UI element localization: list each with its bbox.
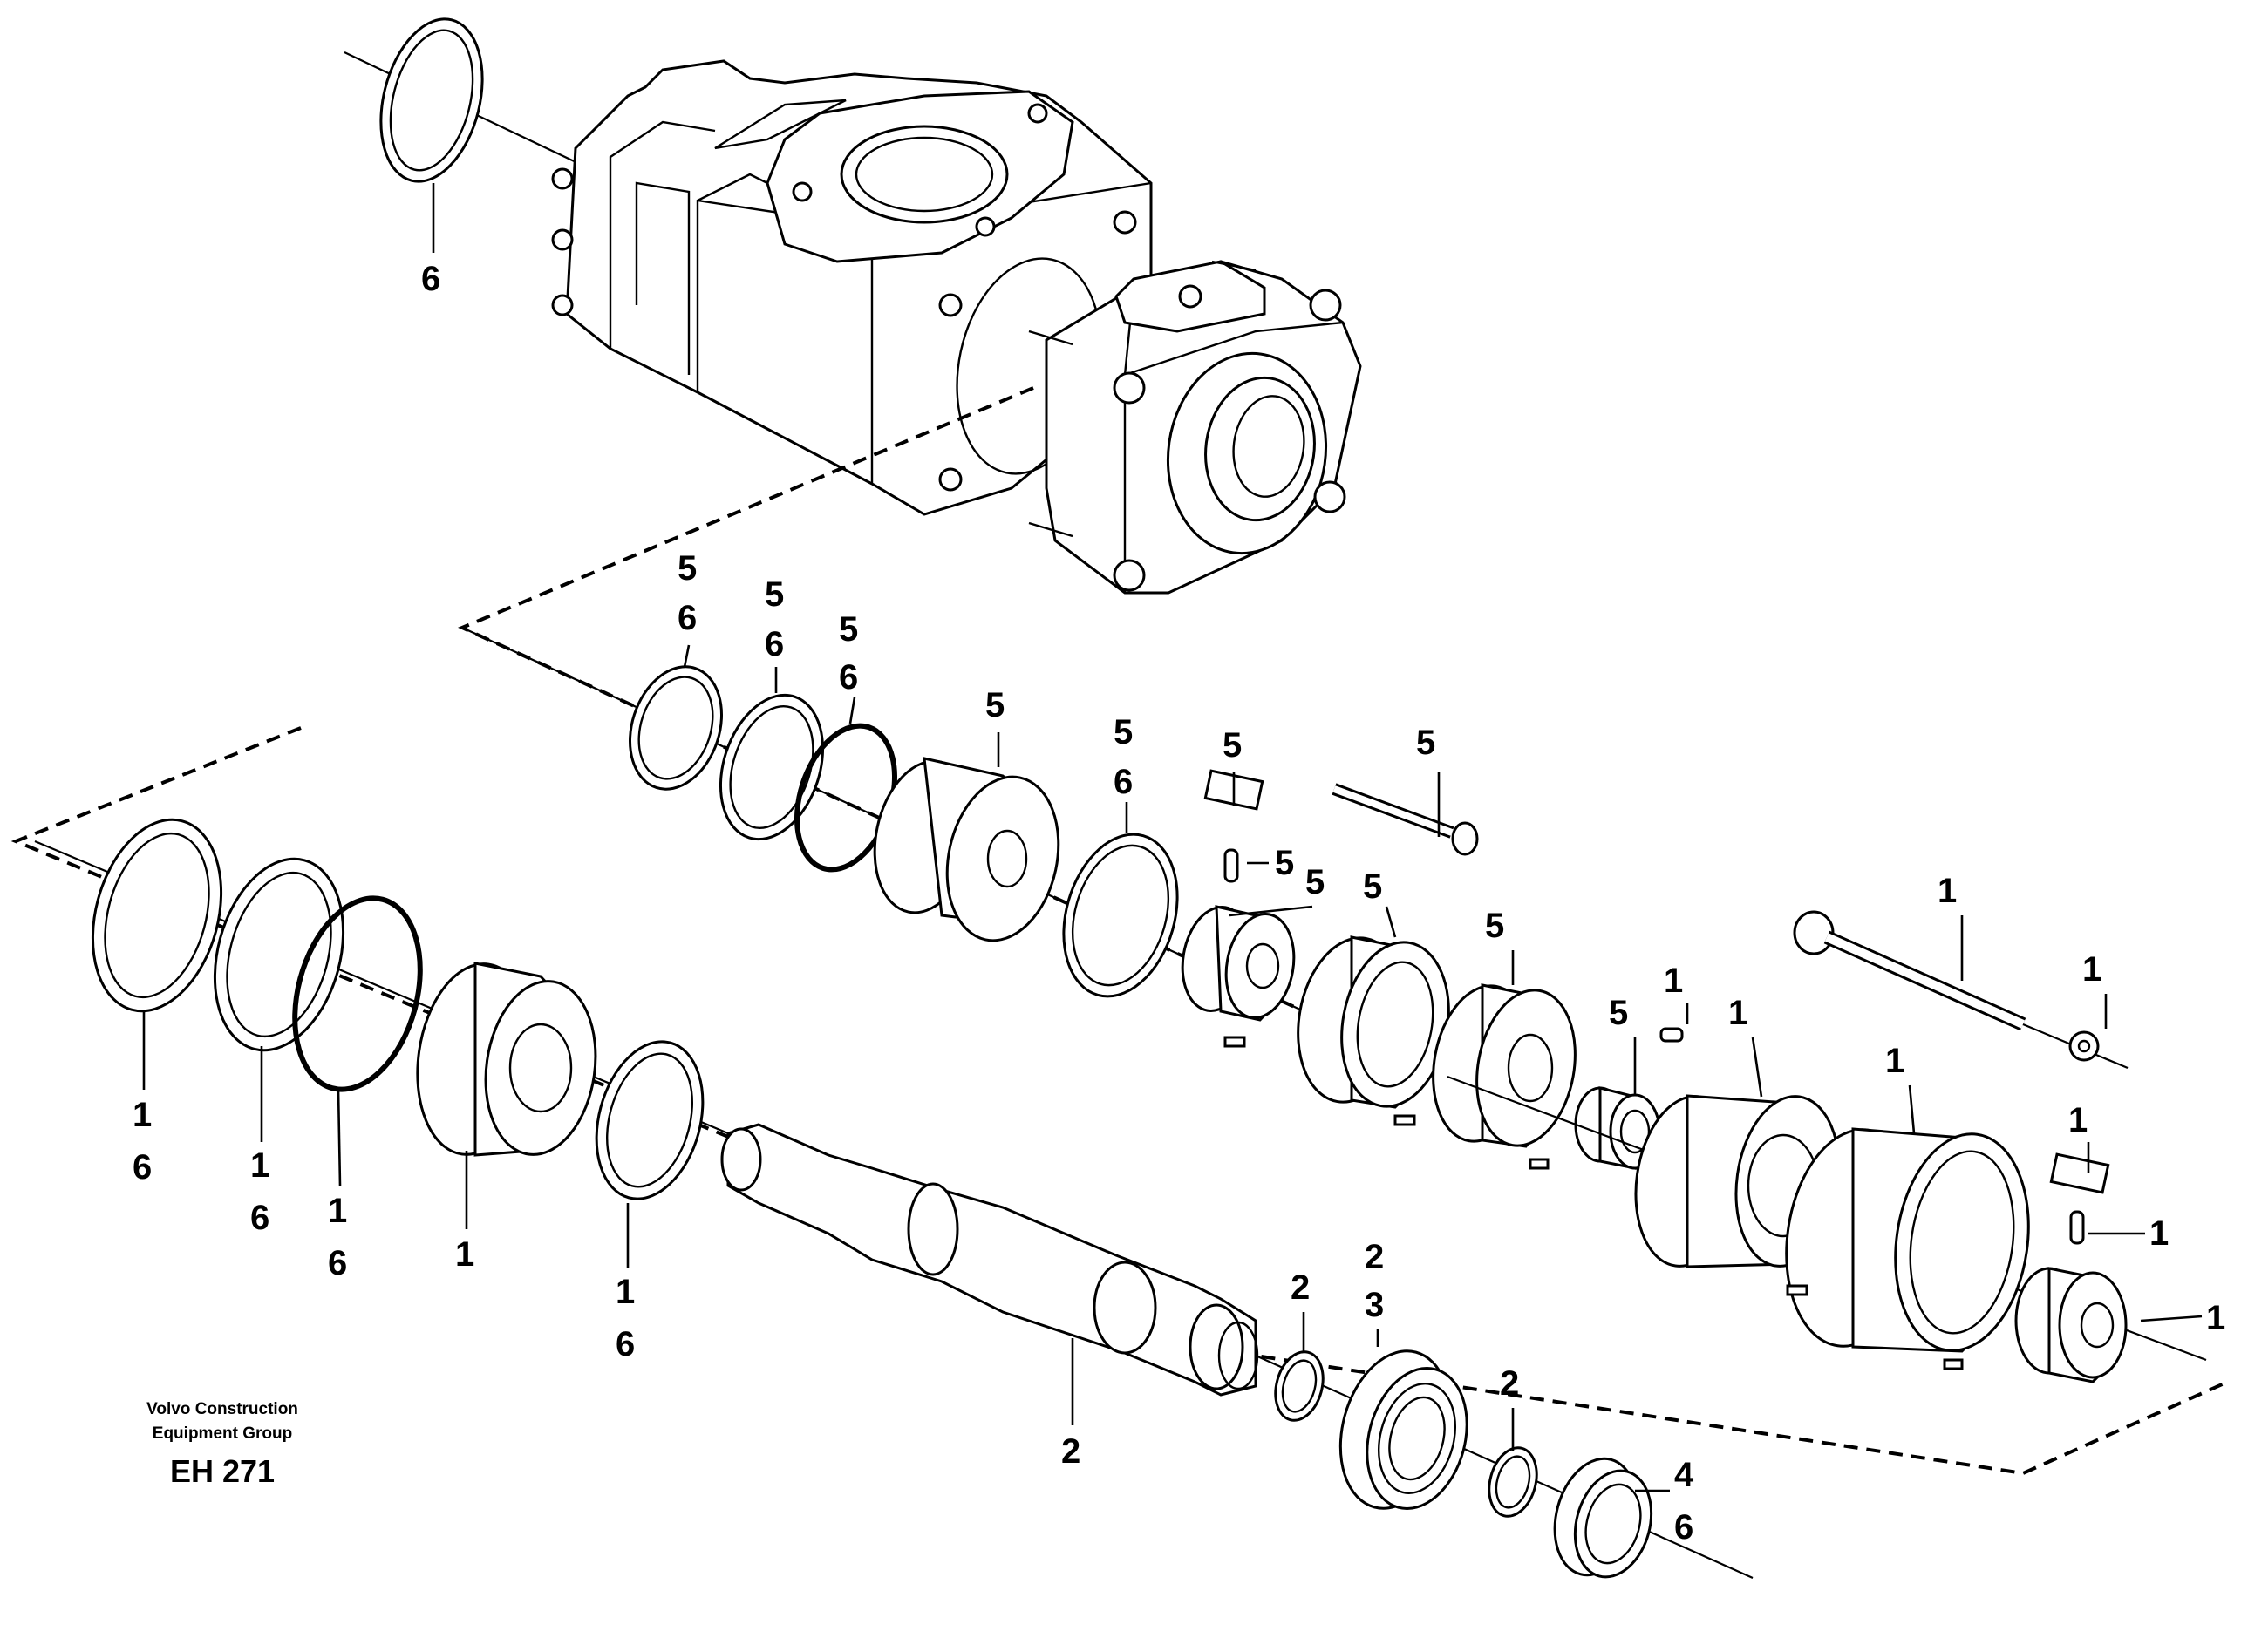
shaft-group: [34, 818, 1754, 1580]
callout-label: 6: [1674, 1508, 1693, 1547]
middle-parts-group: [461, 626, 1661, 1170]
callout-label: 1: [455, 1235, 474, 1274]
bearing-cap-1: [416, 962, 597, 1157]
callout-label: 6: [1114, 763, 1133, 801]
callout-label: 5: [985, 686, 1005, 724]
callout-label: 6: [765, 625, 784, 663]
callout-label: 1: [2082, 950, 2101, 989]
callout-label: 3: [1365, 1286, 1384, 1324]
sleeve-5: [1181, 905, 1296, 1022]
publisher-line-1: Volvo Construction: [146, 1400, 298, 1418]
callout-label: 4: [1674, 1456, 1694, 1494]
drawing-code: EH 271: [170, 1453, 275, 1489]
bushing-5: [1574, 1086, 1661, 1170]
plate-1: [2049, 1152, 2110, 1194]
callout-label: 1: [616, 1273, 635, 1311]
callout-label: 5: [1416, 724, 1435, 762]
outer-housing-1: [1785, 1127, 2030, 1353]
pump-assembly: [344, 17, 1448, 1078]
lock-washer-1: [2068, 1030, 2100, 1062]
right-parts-group: [10, 726, 2229, 1476]
callout-label: 6: [678, 599, 697, 637]
ring-2-b: [1488, 1446, 1538, 1518]
sleeve-1: [2014, 1267, 2128, 1383]
publisher-line-2: Equipment Group: [153, 1424, 292, 1443]
o-ring-1-6: [292, 895, 423, 1092]
callout-label: 5: [1485, 907, 1504, 945]
callout-label: 1: [328, 1192, 347, 1230]
seal-ring-b: [719, 693, 825, 841]
bearing-housing-5: [1297, 935, 1450, 1109]
callout-label: 6: [250, 1199, 269, 1237]
callout-label: 5: [839, 610, 858, 649]
callout-label: 1: [250, 1146, 269, 1185]
callout-label: 2: [1061, 1432, 1080, 1471]
shaft-seal-4-6: [1553, 1457, 1653, 1579]
callout-label: 1: [1938, 872, 1957, 910]
leader-lines: [142, 183, 2203, 1492]
callout-label: 1: [1728, 994, 1747, 1032]
callout-label: 5: [1609, 994, 1628, 1032]
drive-shaft-2: [720, 1123, 1259, 1397]
callout-label: 6: [421, 260, 440, 298]
callout-label: 5: [678, 549, 697, 588]
callout-label: 2: [1365, 1238, 1384, 1276]
callout-label: 5: [1275, 844, 1294, 882]
ring-2-a: [1274, 1350, 1325, 1422]
callout-label: 2: [1291, 1268, 1310, 1307]
pin-5: [1223, 848, 1239, 883]
callout-label: 6: [133, 1148, 152, 1186]
roller-bearing-2-3: [1338, 1349, 1468, 1510]
piston-part: [873, 757, 1060, 942]
callout-label: 2: [1500, 1364, 1519, 1403]
callout-label: 6: [328, 1244, 347, 1282]
callout-label: 1: [2149, 1214, 2169, 1253]
seal-ring-d: [1062, 833, 1179, 998]
callout-label: 5: [765, 575, 784, 614]
callout-label: 6: [616, 1325, 635, 1363]
seal-ring-a: [628, 665, 724, 791]
bolt-5: [1332, 783, 1479, 856]
callout-label: 1: [2206, 1299, 2225, 1337]
publisher-block: Volvo Construction Equipment Group EH 27…: [146, 1400, 298, 1489]
callout-label: 1: [133, 1096, 152, 1134]
callout-label: 1: [2068, 1101, 2088, 1139]
callout-label: 6: [839, 658, 858, 697]
callout-label: 5: [1305, 863, 1325, 901]
callout-label: 5: [1114, 713, 1133, 751]
callout-label: 5: [1223, 726, 1242, 765]
callout-labels: 6 5 6 5 6 5 6 5 5 6 5 5 5 5 5 5 5 1 1 1 …: [133, 260, 2225, 1547]
callout-label: 1: [1885, 1042, 1904, 1080]
callout-label: 1: [1664, 962, 1683, 1000]
roller-5: [1432, 983, 1577, 1148]
callout-label: 5: [1363, 867, 1382, 906]
o-ring-top: [379, 17, 484, 183]
